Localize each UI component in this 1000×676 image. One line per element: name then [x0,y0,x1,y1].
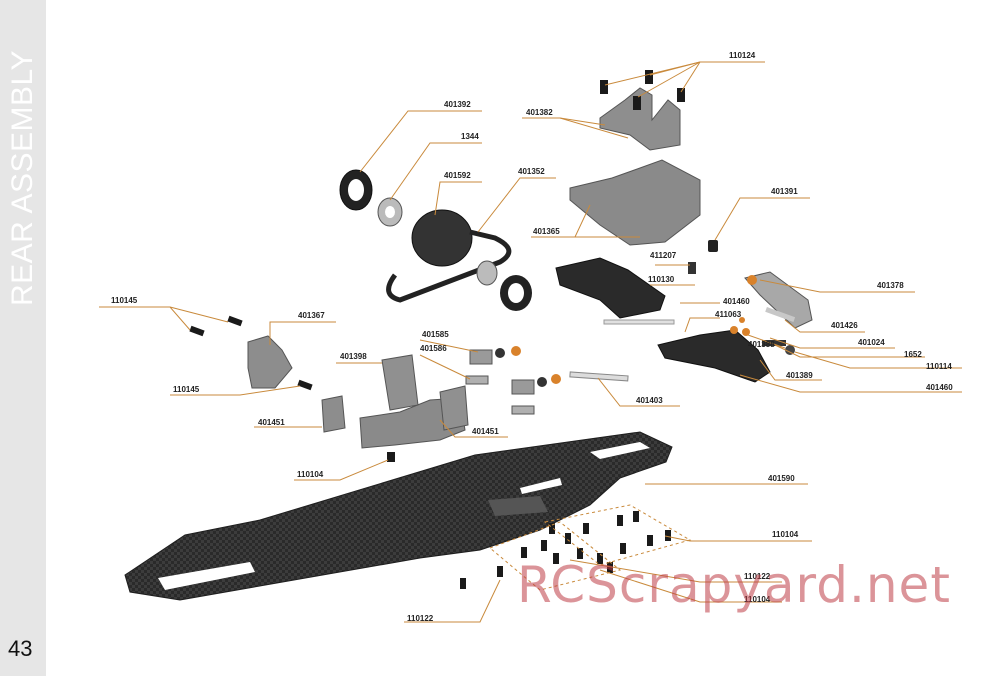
screws-110145 [189,315,313,391]
chassis-cutout-left [158,562,255,590]
diff-pulley-401592 [411,209,473,267]
spacers-411063 [730,317,750,336]
ball-411207 [688,262,696,274]
label-401392: 401392 [444,100,471,109]
rear-bulkhead [359,397,466,449]
label-110124: 110124 [729,51,756,60]
plate-401426 [765,307,796,323]
label-401592: 401592 [444,171,471,180]
label-401365: 401365 [533,227,560,236]
label-110130: 110130 [648,275,675,284]
label-401403: 401403 [636,396,663,405]
arm-lower-401460 [657,329,771,383]
label-401460-upper: 401460 [723,297,750,306]
page-number: 43 [8,636,33,661]
label-110122-right: 110122 [744,572,771,581]
label-401585: 401585 [422,330,449,339]
leader-lines [99,61,962,623]
label-401426: 401426 [831,321,858,330]
sidebar [0,0,46,676]
watermark: RCScrapyard.net [517,556,951,614]
pin-1652 [762,340,786,346]
bulkhead-upright-right [439,385,469,431]
label-110114: 110114 [926,362,952,371]
label-110145-bottom: 110145 [173,385,200,394]
bulkhead-upright-left [381,354,419,411]
arm-upper-401460 [555,257,666,319]
label-411063: 411063 [715,310,742,319]
label-401382: 401382 [526,108,553,117]
label-401389: 401389 [786,371,813,380]
screw-group-bottom [460,511,671,589]
label-110104-right: 110104 [772,530,799,539]
label-1652: 1652 [904,350,922,359]
bearing-right [476,260,498,286]
label-401590: 401590 [768,474,795,483]
shaft-401024 [603,319,675,325]
chassis-cutout-center [520,478,562,494]
label-401451-left: 401451 [258,418,285,427]
dashed-group-right [543,504,692,566]
label-401586: 401586 [420,344,447,353]
gear-mount-401365 [569,159,701,246]
label-110104-bottom: 110104 [744,595,771,604]
chassis-plate [124,431,673,601]
label-401398: 401398 [340,352,367,361]
label-1344: 1344 [461,132,479,141]
chassis-slot [488,496,548,516]
label-401391: 401391 [771,187,798,196]
label-110122-left: 110122 [407,614,434,623]
pivot-mount-401451 [321,395,346,433]
label-401352: 401352 [518,167,545,176]
label-110145-top: 110145 [111,296,138,305]
pin-401391 [708,240,718,252]
drive-belt-401352 [386,229,512,303]
label-401378: 401378 [877,281,904,290]
part-labels: 110124 401382 401392 1344 401592 401352 … [111,51,953,623]
chassis-cutout-right [590,442,650,459]
screws-110124 [600,70,685,110]
label-401388: 401388 [748,340,775,349]
label-401460-lower: 401460 [926,383,953,392]
label-411207: 411207 [650,251,677,260]
upper-mount-401382 [599,87,681,151]
screw-110104 [387,452,395,462]
label-401367: 401367 [298,311,325,320]
nut-110114 [785,345,795,355]
link-401378 [744,271,813,329]
label-110104-top: 110104 [297,470,324,479]
label-401024: 401024 [858,338,885,347]
label-401451-right: 401451 [472,427,499,436]
dashed-group-left [489,521,622,591]
bearing-caps [465,346,561,415]
